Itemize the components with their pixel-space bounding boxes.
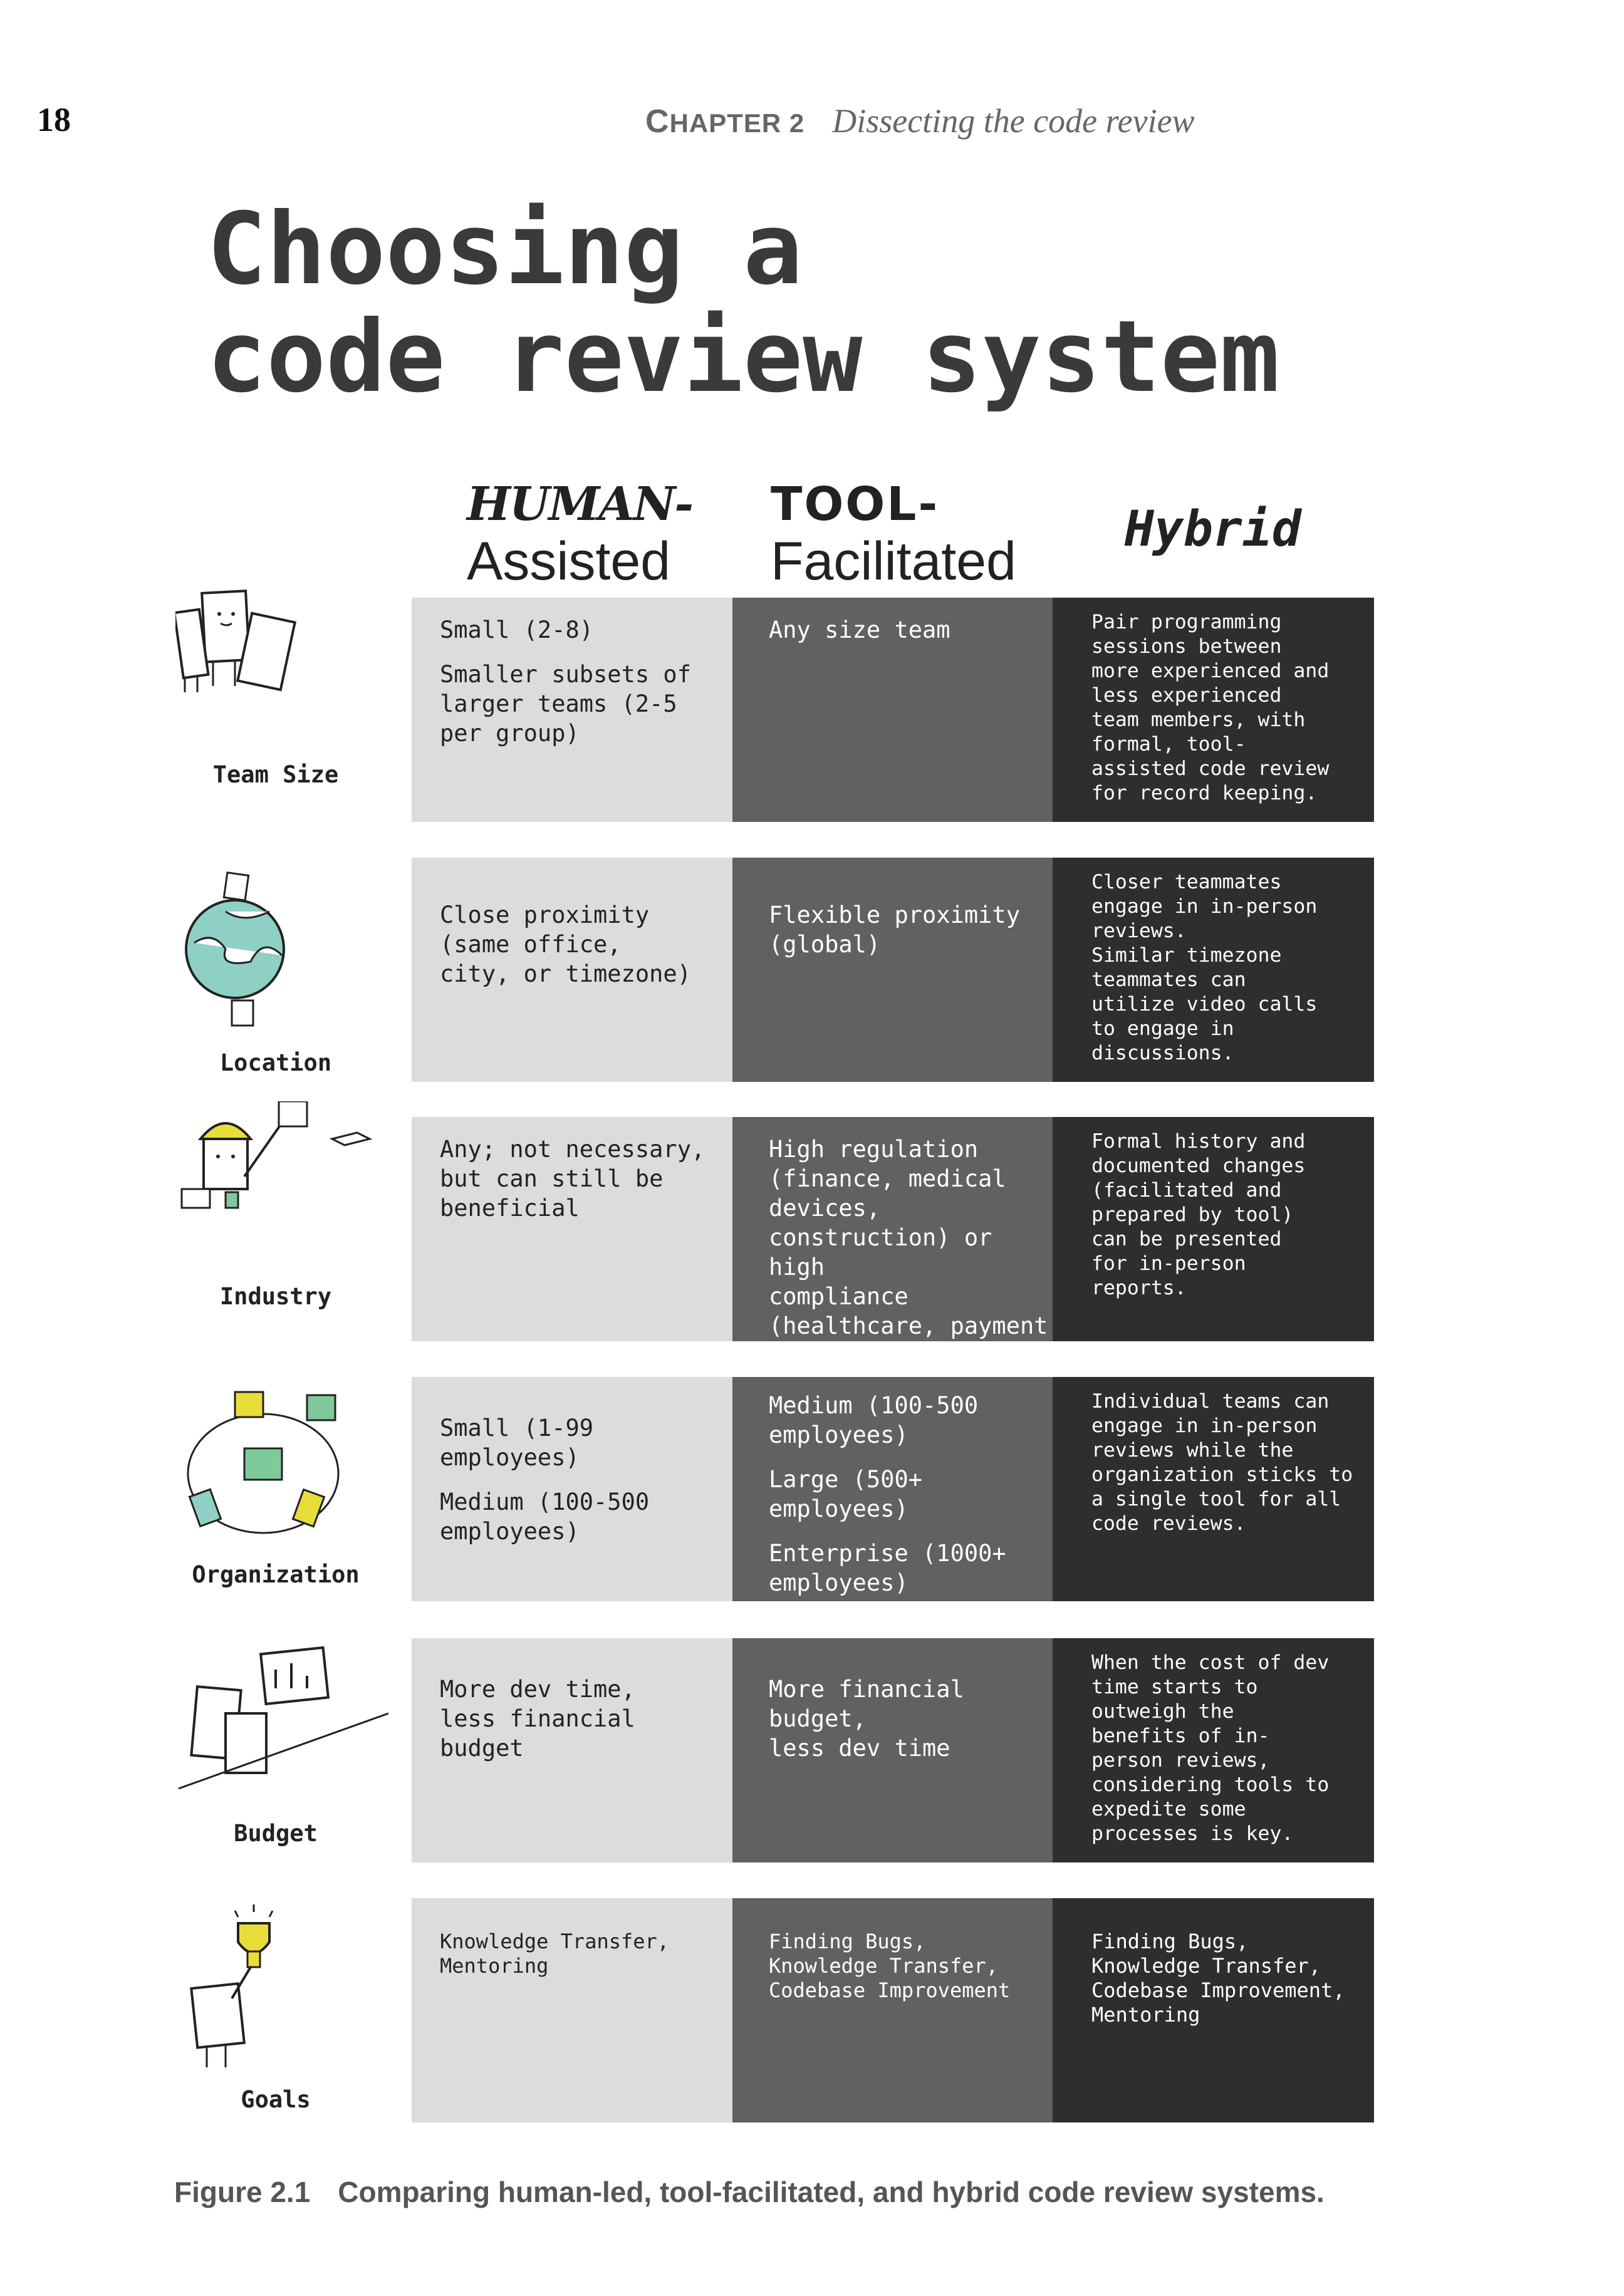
globe-icon <box>185 871 285 1027</box>
cell-text: Small (2-8) <box>440 616 594 643</box>
cell-hybrid: Closer teammates engage in in-person rev… <box>1053 858 1374 1082</box>
cell-text: When the cost of dev time starts to outw… <box>1091 1651 1330 1845</box>
row-label: Location <box>219 1049 332 1076</box>
caption-text: Comparing human-led, tool-facilitated, a… <box>338 2176 1325 2208</box>
cell-text: Large (500+ employees) <box>769 1466 923 1522</box>
trophy-icon <box>190 1904 274 2067</box>
cell-text: Finding Bugs, Knowledge Transfer, Codeba… <box>769 1930 1011 2002</box>
cell-text: Any size team <box>769 616 950 643</box>
page-number: 18 <box>37 101 71 138</box>
organization-icon <box>187 1391 340 1534</box>
cell-text: High regulation (finance, medical device… <box>769 1136 1048 1369</box>
cell-tool-facilitated: Medium (100-500 employees) Large (500+ em… <box>732 1377 1053 1601</box>
figure-caption: Figure 2.1 Comparing human-led, tool-faci… <box>174 2175 1325 2209</box>
column-header-human-assisted: HUMAN-Assisted <box>467 477 694 591</box>
table-row: Any; not necessary, but can still be ben… <box>412 1117 1374 1369</box>
cell-text: Smaller subsets of larger teams (2-5 per… <box>440 661 691 747</box>
caption-label: Figure 2.1 <box>174 2176 311 2208</box>
cell-human-assisted: Close proximity (same office, city, or t… <box>412 858 732 1082</box>
cell-hybrid: Individual teams can engage in in-person… <box>1053 1377 1374 1601</box>
cell-text: Medium (100-500 employees) <box>769 1392 979 1448</box>
cell-human-assisted: Knowledge Transfer, Mentoring <box>412 1898 732 2122</box>
cell-text: Closer teammates engage in in-person rev… <box>1091 871 1318 1064</box>
cell-text: Small (1-99 employees) <box>440 1415 594 1471</box>
cell-tool-facilitated: Finding Bugs, Knowledge Transfer, Codeba… <box>732 1898 1053 2122</box>
cell-tool-facilitated: High regulation (finance, medical device… <box>732 1117 1053 1369</box>
cell-tool-facilitated: Flexible proximity (global) <box>732 858 1053 1082</box>
cell-text: Pair programming sessions between more e… <box>1091 611 1330 804</box>
table-row: More dev time, less financial budget More… <box>412 1638 1374 1862</box>
cell-text: Close proximity (same office, city, or t… <box>440 901 691 987</box>
worker-icon <box>180 1101 373 1209</box>
cell-hybrid: Finding Bugs, Knowledge Transfer, Codeba… <box>1053 1898 1374 2122</box>
table-row: Small (2-8) Smaller subsets of larger tea… <box>412 598 1374 822</box>
cell-hybrid: Pair programming sessions between more e… <box>1053 598 1374 822</box>
row-label: Industry <box>219 1283 332 1310</box>
cell-text: Medium (100-500 employees) <box>440 1488 650 1545</box>
cell-human-assisted: Any; not necessary, but can still be ben… <box>412 1117 732 1341</box>
chapter-label: CHAPTER 2 <box>645 103 805 140</box>
cell-text: Individual teams can engage in in-person… <box>1091 1390 1353 1535</box>
table-row: Close proximity (same office, city, or t… <box>412 858 1374 1082</box>
cell-text: Flexible proximity (global) <box>769 901 1020 958</box>
row-label: Budget <box>234 1820 318 1847</box>
cell-tool-facilitated: Any size team <box>732 598 1053 822</box>
row-label: Team Size <box>212 761 339 788</box>
cell-text: Knowledge Transfer, Mentoring <box>440 1930 670 1978</box>
row-label: Organization <box>192 1561 360 1588</box>
cell-hybrid: When the cost of dev time starts to outw… <box>1053 1638 1374 1862</box>
table-row: Knowledge Transfer, Mentoring Finding Bug… <box>412 1898 1374 2122</box>
cell-hybrid: Formal history and documented changes (f… <box>1053 1117 1374 1341</box>
table-row: Small (1-99 employees) Medium (100-500 em… <box>412 1377 1374 1601</box>
column-header-tool-facilitated: TOOL-Facilitated <box>771 477 1016 591</box>
cell-text: Finding Bugs, Knowledge Transfer, Codeba… <box>1091 1930 1345 2027</box>
cell-human-assisted: Small (1-99 employees) Medium (100-500 em… <box>412 1377 732 1601</box>
figure-title: Choosing a code review system <box>207 192 1280 415</box>
row-label: Goals <box>241 2086 311 2113</box>
cell-text: Formal history and documented changes (f… <box>1091 1130 1306 1299</box>
cell-human-assisted: Small (2-8) Smaller subsets of larger tea… <box>412 598 732 822</box>
cell-text: Enterprise (1000+ employees) <box>769 1540 1006 1596</box>
chapter-title: Dissecting the code review <box>832 102 1195 140</box>
column-header-hybrid: Hybrid <box>1125 501 1301 558</box>
cell-text: More dev time, less financial budget <box>440 1676 635 1762</box>
cell-tool-facilitated: More financial budget, less dev time <box>732 1638 1053 1862</box>
team-icon <box>175 590 297 692</box>
cell-text: More financial budget, less dev time <box>769 1676 964 1762</box>
budget-icon <box>178 1646 388 1790</box>
cell-human-assisted: More dev time, less financial budget <box>412 1638 732 1862</box>
running-header: CHAPTER 2 Dissecting the code review <box>645 101 1195 140</box>
cell-text: Any; not necessary, but can still be ben… <box>440 1136 705 1222</box>
